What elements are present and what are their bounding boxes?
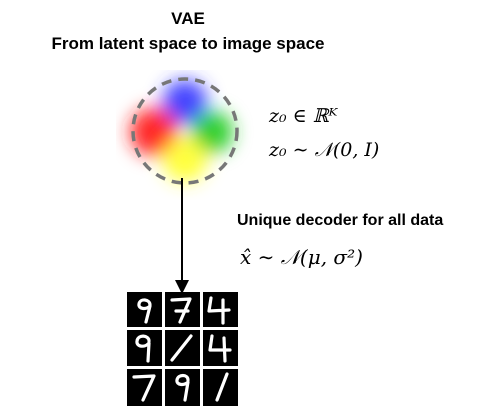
latent-color-clusters (130, 80, 233, 182)
digit-tile (203, 369, 238, 406)
digit-tile (203, 330, 238, 366)
digit-tile (165, 292, 200, 327)
diagram-subtitle: From latent space to image space (51, 34, 325, 53)
digit-tile (165, 330, 200, 366)
cluster-green (191, 111, 233, 153)
cluster-red (130, 108, 178, 156)
latent-definition: z₀ ∈ ℝᴷ (269, 105, 338, 127)
digit-tile (127, 292, 162, 327)
cluster-blue (163, 80, 207, 124)
generated-digits-grid (127, 292, 238, 406)
latent-boundary (131, 77, 239, 185)
digit-tile (203, 292, 238, 327)
digit-tile (127, 369, 162, 406)
cluster-yellow (163, 138, 207, 182)
decoder-arrow (175, 178, 189, 294)
output-distribution: x̂ ∼ 𝒩(μ, σ²) (240, 245, 363, 269)
decoder-label: Unique decoder for all data (237, 212, 444, 229)
digit-tile (127, 330, 162, 366)
digit-tile (165, 369, 200, 406)
latent-space-blob (130, 77, 239, 185)
latent-distribution: z₀ ∼ 𝒩(0, I) (269, 139, 380, 161)
diagram-title: VAE (171, 9, 205, 28)
